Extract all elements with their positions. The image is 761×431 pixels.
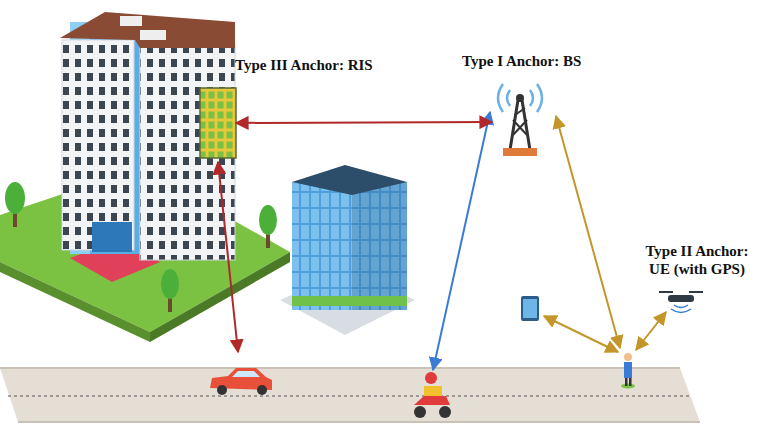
ue-anchor: Type II Anchor: UE (with GPS) bbox=[656, 286, 708, 314]
ris-anchor: Type III Anchor: RIS bbox=[200, 88, 236, 158]
link-arrow bbox=[236, 121, 492, 124]
anchor-label: Type III Anchor: RIS bbox=[235, 56, 373, 74]
anchor-label: Type II Anchor: UE (with GPS) bbox=[641, 242, 753, 278]
bs-anchor: Type I Anchor: BS bbox=[492, 88, 546, 156]
anchor-label: Type I Anchor: BS bbox=[462, 52, 581, 70]
